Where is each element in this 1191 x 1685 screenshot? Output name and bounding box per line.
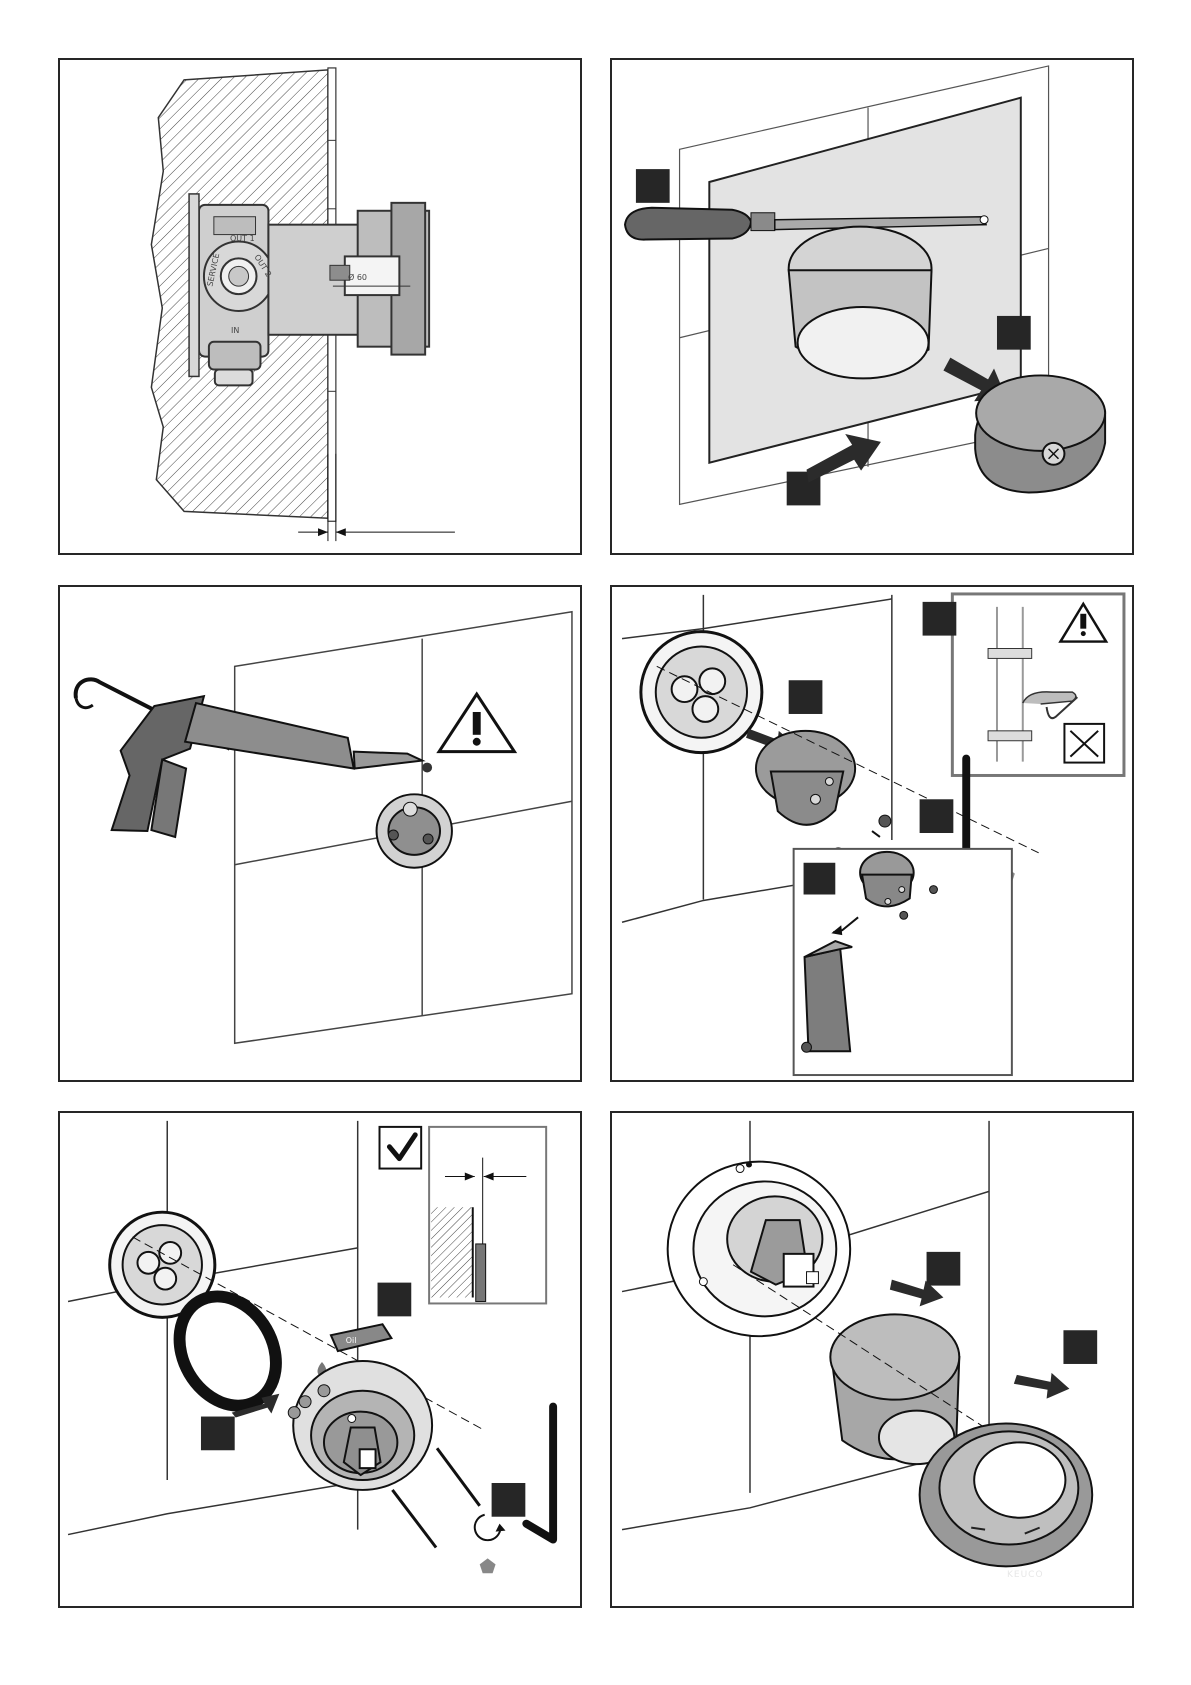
cut-cover-illustration — [612, 60, 1132, 553]
installation-depth-illustration — [60, 60, 580, 553]
in-label: IN — [231, 327, 239, 335]
fit-trim-illustration — [612, 1113, 1132, 1606]
diameter-label: Ø 60 — [348, 274, 367, 282]
trim-brand-label: KEUCO — [1007, 1570, 1044, 1580]
fit-trim-panel: KEUCO — [610, 1111, 1134, 1608]
sealant-illustration — [60, 587, 580, 1080]
cut-protective-cover-panel — [610, 58, 1134, 555]
oil-tube-label: Oil — [346, 1336, 357, 1345]
out-1-label: OUT 1 — [230, 235, 255, 243]
remove-flush-plug-panel — [610, 585, 1134, 1082]
apply-sealant-panel — [58, 585, 582, 1082]
mount-cartridge-panel: Oil — [58, 1111, 582, 1608]
installation-depth-panel: OUT 1 IN OUT 2 SERVICE Ø 60 — [58, 58, 582, 555]
cartridge-mount-illustration: Oil — [60, 1113, 580, 1606]
remove-plug-illustration — [612, 587, 1132, 1080]
